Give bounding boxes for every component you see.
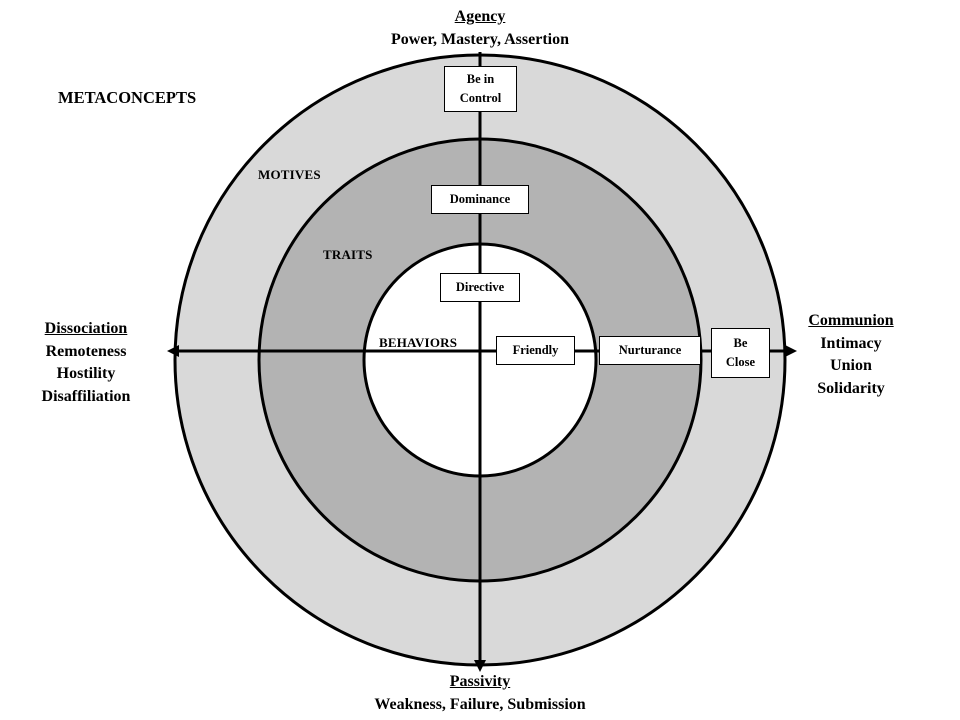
dissociation-line-2: Hostility (56, 365, 116, 382)
arrow-left-icon (167, 345, 179, 357)
motives-label: MOTIVES (258, 167, 321, 182)
passivity-pole: Passivity Weakness, Failure, Submission (320, 671, 640, 716)
dissociation-line-1: Remoteness (45, 342, 127, 360)
dissociation-title: Dissociation (44, 320, 128, 337)
agency-pole: Agency Power, Mastery, Assertion (330, 6, 630, 51)
passivity-title: Passivity (449, 673, 511, 690)
traits-label: TRAITS (323, 247, 373, 262)
communion-line-2: Union (830, 357, 872, 374)
agency-title: Agency (454, 8, 506, 25)
dissociation-pole: Dissociation Remoteness Hostility Disaff… (20, 318, 152, 408)
be-close-box: Be Close (711, 328, 770, 378)
communion-pole: Communion Intimacy Union Solidarity (796, 310, 906, 400)
directive-box: Directive (440, 273, 520, 302)
dominance-box: Dominance (431, 185, 529, 214)
communion-line-1: Intimacy (820, 334, 882, 352)
communion-title: Communion (808, 312, 894, 329)
arrow-right-icon (785, 345, 797, 357)
behaviors-label: BEHAVIORS (379, 335, 458, 350)
agency-subtitle: Power, Mastery, Assertion (390, 30, 570, 48)
arrow-down-icon (474, 660, 486, 672)
passivity-subtitle: Weakness, Failure, Submission (374, 695, 586, 713)
be-close-line-1: Be (733, 336, 748, 350)
nurturance-box: Nurturance (599, 336, 701, 365)
metaconcepts-label: METACONCEPTS (58, 88, 197, 107)
dissociation-line-3: Disaffiliation (41, 387, 131, 405)
communion-line-3: Solidarity (817, 379, 885, 397)
be-in-control-box: Be in Control (444, 66, 517, 112)
be-in-control-line-1: Be in (466, 72, 495, 86)
be-in-control-line-2: Control (459, 91, 502, 105)
friendly-box: Friendly (496, 336, 575, 365)
be-close-line-2: Close (725, 355, 756, 369)
